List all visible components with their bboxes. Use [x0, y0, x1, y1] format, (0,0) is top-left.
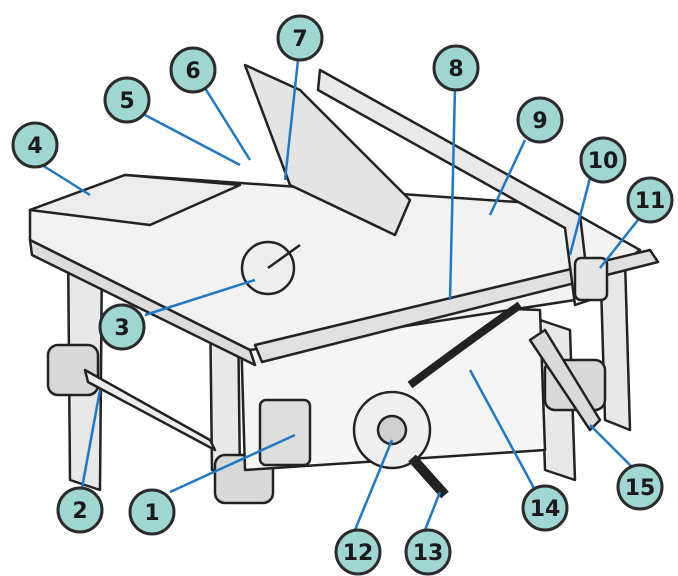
- leader-2: [80, 389, 102, 489]
- bevel-lock-lever: [408, 454, 449, 499]
- callout-1-label: 1: [144, 501, 159, 526]
- callout-5-label: 5: [119, 89, 134, 114]
- callout-3: 3: [98, 303, 146, 351]
- callout-11: 11: [626, 176, 674, 224]
- callout-15: 15: [616, 463, 664, 511]
- callout-group: 1 2 3 4 5 6 7 8 9 10 11 12 13 14 15: [11, 14, 674, 576]
- fence-lock: [573, 256, 609, 302]
- callout-13: 13: [404, 528, 452, 576]
- miter-gauge-handle: [267, 243, 301, 270]
- callout-13-label: 13: [413, 541, 444, 566]
- callout-10-label: 10: [588, 149, 619, 174]
- callout-7-label: 7: [292, 27, 307, 52]
- power-switch: [258, 398, 312, 467]
- leader-9: [488, 139, 527, 216]
- callout-12-label: 12: [343, 541, 374, 566]
- table-front-edge: [28, 238, 257, 367]
- leader-13: [423, 491, 442, 531]
- leader-12: [353, 439, 394, 531]
- callout-14: 14: [521, 484, 569, 532]
- bevel-scale-arc: [407, 301, 523, 389]
- rip-fence-rail: [253, 248, 660, 364]
- callout-10: 10: [579, 136, 627, 184]
- leader-11: [599, 219, 639, 269]
- push-stick: [528, 328, 602, 432]
- leader-lines: [41, 59, 639, 531]
- handwheel-hub: [376, 414, 408, 446]
- stand-rail: [83, 368, 217, 452]
- leader-3: [144, 278, 256, 317]
- callout-4-label: 4: [27, 134, 42, 159]
- callout-7: 7: [276, 14, 324, 62]
- leader-10: [568, 177, 592, 256]
- callout-4: 4: [11, 121, 59, 169]
- leader-8: [448, 87, 457, 301]
- leader-4: [41, 163, 91, 197]
- callout-3-label: 3: [114, 316, 129, 341]
- callout-12: 12: [334, 528, 382, 576]
- callout-2: 2: [56, 486, 104, 534]
- callout-8: 8: [432, 44, 480, 92]
- blade-guard: [243, 63, 412, 237]
- callout-6-label: 6: [185, 59, 200, 84]
- callout-15-label: 15: [625, 476, 656, 501]
- extension-wing: [28, 173, 242, 227]
- leader-7: [283, 59, 300, 181]
- callout-5: 5: [103, 76, 151, 124]
- callout-2-label: 2: [72, 499, 87, 524]
- leader-15: [589, 424, 634, 469]
- leader-1: [169, 433, 296, 494]
- leader-14: [468, 369, 537, 491]
- callout-9: 9: [516, 96, 564, 144]
- table-saw-illustration: [28, 63, 660, 505]
- callout-11-label: 11: [635, 189, 666, 214]
- callout-9-label: 9: [532, 109, 547, 134]
- callout-6: 6: [169, 46, 217, 94]
- callout-8-label: 8: [448, 57, 463, 82]
- callout-1: 1: [128, 488, 176, 536]
- leader-5: [144, 113, 241, 167]
- callout-14-label: 14: [530, 497, 561, 522]
- foot-left-front: [46, 343, 100, 397]
- leader-6: [203, 87, 252, 161]
